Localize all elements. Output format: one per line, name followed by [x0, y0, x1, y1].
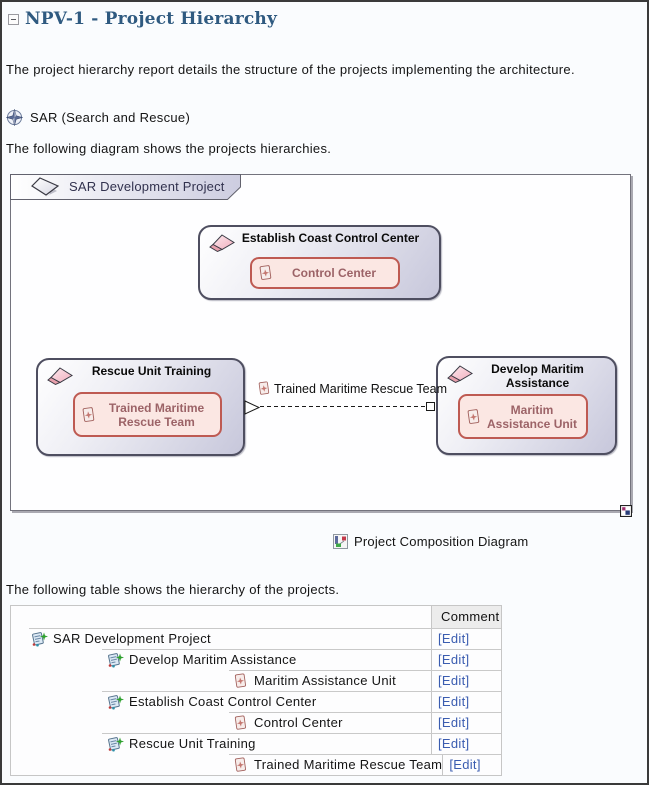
row-name-cell: Rescue Unit Training [11, 733, 431, 754]
row-separator [229, 754, 501, 755]
resource-label: Trained Maritime Rescue Team [108, 400, 205, 429]
resource-icon [232, 757, 249, 773]
frame-tab-label: SAR Development Project [69, 179, 225, 194]
resource-card-icon [82, 406, 95, 422]
resource-icon [232, 715, 249, 731]
project-diamond-icon [47, 367, 73, 386]
table-row: Rescue Unit Training [Edit] [11, 733, 501, 754]
table-row: Control Center [Edit] [11, 712, 501, 733]
row-name-cell: Trained Maritime Rescue Team [11, 754, 442, 775]
connector-label: Trained Maritime Rescue Team [274, 381, 447, 396]
dashed-connector-line [260, 406, 427, 407]
frame-tab [10, 174, 241, 200]
comment-column-header: Comment [431, 606, 501, 628]
compass-icon [6, 109, 23, 126]
diagram-caption: Project Composition Diagram [354, 534, 529, 549]
project-diamond-icon [447, 365, 473, 384]
row-name-cell: Control Center [11, 712, 431, 733]
row-name-cell: SAR Development Project [11, 628, 431, 649]
row-comment-cell: [Edit] [431, 691, 501, 712]
table-header-row: Comment [11, 606, 501, 628]
connector-port-square [426, 402, 435, 411]
row-label: SAR Development Project [53, 631, 211, 646]
name-column-header [11, 606, 431, 628]
project-icon [107, 736, 124, 752]
page-title: NPV-1 - Project Hierarchy [25, 9, 278, 29]
row-label: Rescue Unit Training [129, 736, 256, 751]
row-separator [29, 628, 501, 629]
edit-link[interactable]: [Edit] [438, 673, 470, 688]
row-comment-cell: [Edit] [431, 649, 501, 670]
table-body: SAR Development Project [Edit] Develop M… [11, 628, 501, 775]
project-icon [107, 652, 124, 668]
composition-diagram-icon [333, 534, 348, 549]
diagram-frame: SAR Development Project Establish Coast … [10, 174, 631, 511]
table-row: Develop Maritim Assistance [Edit] [11, 649, 501, 670]
diagram-caption-row: Project Composition Diagram [333, 534, 528, 549]
project-icon [31, 631, 48, 647]
resource-box: Trained Maritime Rescue Team [73, 392, 222, 437]
edit-link[interactable]: [Edit] [438, 694, 470, 709]
project-title: Rescue Unit Training [91, 364, 212, 378]
open-triangle-arrowhead-icon [244, 400, 261, 415]
resource-icon [232, 673, 249, 689]
table-row: Establish Coast Control Center [Edit] [11, 691, 501, 712]
row-comment-cell: [Edit] [431, 733, 501, 754]
row-name-cell: Develop Maritim Assistance [11, 649, 431, 670]
collapse-section-icon[interactable] [8, 13, 19, 25]
resource-label: Maritim Assistance Unit [486, 402, 578, 431]
scope-item-label: SAR (Search and Rescue) [30, 110, 191, 125]
table-row: Maritim Assistance Unit [Edit] [11, 670, 501, 691]
edit-link[interactable]: [Edit] [438, 631, 470, 646]
connector-label-row: Trained Maritime Rescue Team [258, 381, 447, 396]
table-lead: The following table shows the hierarchy … [6, 582, 340, 597]
scope-item-row: SAR (Search and Rescue) [6, 109, 190, 126]
resource-card-icon [467, 408, 480, 424]
page-heading: NPV-1 - Project Hierarchy [8, 9, 277, 29]
project-title: Develop Maritim Assistance [491, 362, 584, 390]
edit-link[interactable]: [Edit] [438, 715, 470, 730]
project-box-rescue-unit-training: Rescue Unit Training Trained Maritime Re… [36, 358, 245, 456]
row-name-cell: Maritim Assistance Unit [11, 670, 431, 691]
resource-card-icon [258, 381, 270, 395]
resource-box: Maritim Assistance Unit [458, 394, 588, 439]
project-hierarchy-table: Comment SAR Development Project [Edit] [10, 605, 502, 776]
diagram-lead: The following diagram shows the projects… [6, 141, 332, 156]
row-label: Develop Maritim Assistance [129, 652, 297, 667]
row-separator [102, 649, 501, 650]
edit-link[interactable]: [Edit] [438, 736, 470, 751]
resource-box: Control Center [250, 257, 400, 289]
project-icon [107, 694, 124, 710]
diagram-marker-icon[interactable] [620, 505, 632, 517]
row-label: Trained Maritime Rescue Team [254, 757, 443, 772]
resource-label: Control Center [292, 266, 376, 280]
project-box-develop-maritim-assistance: Develop Maritim Assistance Maritim Assis… [436, 356, 617, 455]
row-separator [229, 670, 501, 671]
row-comment-cell: [Edit] [442, 754, 501, 775]
resource-card-icon [259, 265, 272, 280]
project-title: Establish Coast Control Center [241, 231, 420, 245]
row-label: Establish Coast Control Center [129, 694, 317, 709]
table-row: Trained Maritime Rescue Team [Edit] [11, 754, 501, 775]
tab-diamond-icon [31, 177, 60, 196]
edit-link[interactable]: [Edit] [438, 652, 470, 667]
row-separator [102, 691, 501, 692]
row-comment-cell: [Edit] [431, 628, 501, 649]
row-separator [229, 712, 501, 713]
row-comment-cell: [Edit] [431, 670, 501, 691]
row-label: Maritim Assistance Unit [254, 673, 396, 688]
intro-paragraph: The project hierarchy report details the… [6, 62, 575, 77]
row-comment-cell: [Edit] [431, 712, 501, 733]
project-diamond-icon [209, 234, 235, 253]
row-label: Control Center [254, 715, 343, 730]
edit-link[interactable]: [Edit] [449, 757, 481, 772]
row-separator [102, 733, 501, 734]
table-row: SAR Development Project [Edit] [11, 628, 501, 649]
project-box-establish-coast-control-center: Establish Coast Control Center Control C… [198, 225, 441, 300]
row-name-cell: Establish Coast Control Center [11, 691, 431, 712]
